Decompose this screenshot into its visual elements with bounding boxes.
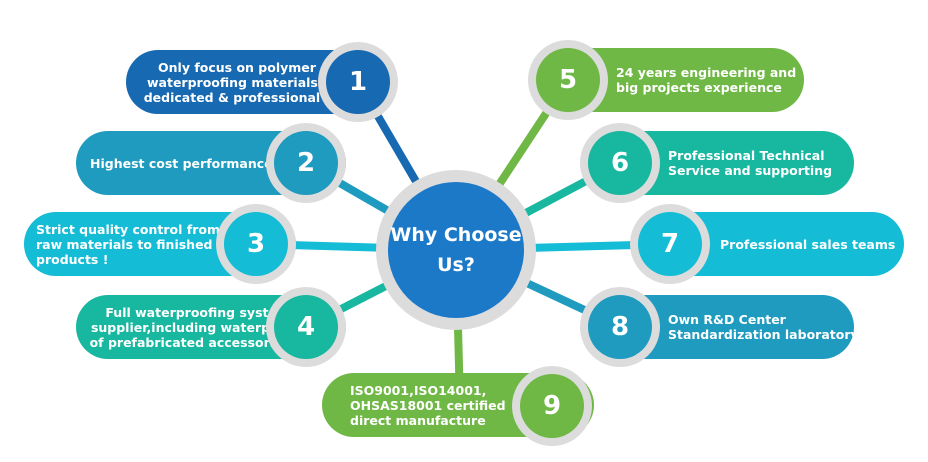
number-8: 8: [588, 295, 652, 359]
number-badge-4: 4: [266, 287, 346, 367]
number-badge-7: 7: [630, 204, 710, 284]
number-badge-2: 2: [266, 123, 346, 203]
reason-7-line-1: Professional sales teams: [720, 236, 896, 252]
reason-8-line-2: Standardization laboratory: [668, 327, 859, 342]
reason-5-line-2: big projects experience: [616, 80, 782, 95]
reason-3-line-3: products !: [36, 251, 109, 267]
center-hub-ring: Why Choose Us?: [376, 170, 536, 330]
reason-1-line-3: dedicated & professional !: [143, 89, 331, 105]
reason-9-line-1: ISO9001,ISO14001,: [350, 382, 487, 398]
reason-2-line-1: Highest cost performance: [90, 155, 273, 171]
reason-9-line-3: direct manufacture: [350, 412, 486, 428]
number-7: 7: [638, 212, 702, 276]
reason-8-line-1: Own R&D Center: [668, 312, 786, 327]
reason-9-line-2: OHSAS18001 certified: [350, 397, 506, 413]
center-title-line-2: Us?: [437, 254, 475, 276]
center-hub: Why Choose Us?: [388, 182, 524, 318]
reason-4-line-1: Full waterproofing system: [105, 304, 290, 320]
number-2: 2: [274, 131, 338, 195]
number-badge-9: 9: [512, 366, 592, 446]
reason-6-line-2: Service and supporting: [668, 163, 833, 178]
number-badge-8: 8: [580, 287, 660, 367]
reason-4-line-2: supplier,including waterpro-: [90, 319, 290, 335]
reason-3-line-1: Strict quality control from: [36, 221, 220, 237]
number-9: 9: [520, 374, 584, 438]
reason-6-line-1: Professional Technical: [668, 148, 825, 163]
number-badge-1: 1: [318, 42, 398, 122]
reason-1-line-2: waterproofing materials ,: [147, 74, 327, 90]
number-3: 3: [224, 212, 288, 276]
number-5: 5: [536, 48, 600, 112]
number-4: 4: [274, 295, 338, 359]
center-title-line-1: Why Choose: [390, 224, 522, 246]
number-badge-5: 5: [528, 40, 608, 120]
number-1: 1: [326, 50, 390, 114]
number-badge-6: 6: [580, 123, 660, 203]
reason-5-line-1: 24 years engineering and: [616, 65, 797, 80]
reason-4-line-3: of prefabricated accessories: [89, 334, 290, 350]
number-6: 6: [588, 131, 652, 195]
reason-1-line-1: Only focus on polymer: [158, 59, 316, 75]
number-badge-3: 3: [216, 204, 296, 284]
reason-3-line-2: raw materials to finished: [36, 236, 213, 252]
